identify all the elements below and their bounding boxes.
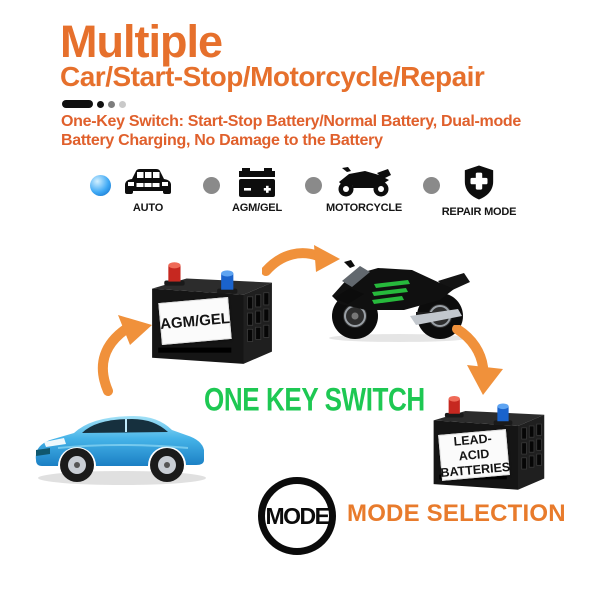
description-line: One-Key Switch: Start-Stop Battery/Norma… [61, 113, 522, 130]
mode-item-motorcycle: MOTORCYCLE [323, 167, 405, 214]
motorcycle-icon [338, 167, 391, 197]
mode-label: REPAIR MODE [441, 206, 517, 218]
one-key-switch-caption: ONE KEY SWITCH [204, 381, 425, 419]
description-line: Battery Charging, No Damage to the Batte… [61, 132, 383, 149]
mode-label: AGM/GEL [232, 202, 282, 214]
arrow-up-icon [97, 315, 152, 396]
divider-bar [62, 100, 93, 108]
agm-battery-image: AGM/GEL [146, 252, 276, 368]
separator-dot-icon [423, 177, 440, 194]
mode-button: MODE [258, 477, 336, 555]
page-subtitle: Car/Start-Stop/Motorcycle/Repair [60, 61, 485, 92]
battery-label: LEAD-ACID BATTERIES [438, 429, 511, 481]
divider [62, 100, 126, 108]
mode-item-repair: REPAIR MODE [432, 164, 526, 218]
mode-label: MOTORCYCLE [325, 202, 403, 214]
active-indicator-dot-icon [90, 175, 111, 196]
car-icon [125, 169, 171, 194]
lead-acid-battery-image: LEAD-ACID BATTERIES [428, 386, 548, 494]
battery-label: AGM/GEL [158, 297, 232, 345]
mode-button-label: MODE [265, 502, 331, 529]
arrow-down-icon [452, 325, 503, 395]
mode-label: AUTO [132, 202, 164, 214]
separator-dot-icon [305, 177, 322, 194]
mode-item-auto: AUTO [112, 167, 184, 214]
page-title: Multiple [60, 16, 223, 67]
arrow-right-icon [262, 245, 340, 276]
divider-dot [97, 100, 104, 108]
divider-dot [119, 100, 126, 108]
shield-plus-icon [464, 165, 494, 200]
separator-dot-icon [203, 177, 220, 194]
mode-item-agm-gel: AGM/GEL [221, 168, 293, 214]
battery-icon [239, 168, 275, 197]
car-image [35, 416, 206, 485]
motorcycle-image [329, 260, 470, 342]
mode-selection-caption: MODE SELECTION [347, 500, 566, 527]
divider-dot [108, 100, 115, 108]
